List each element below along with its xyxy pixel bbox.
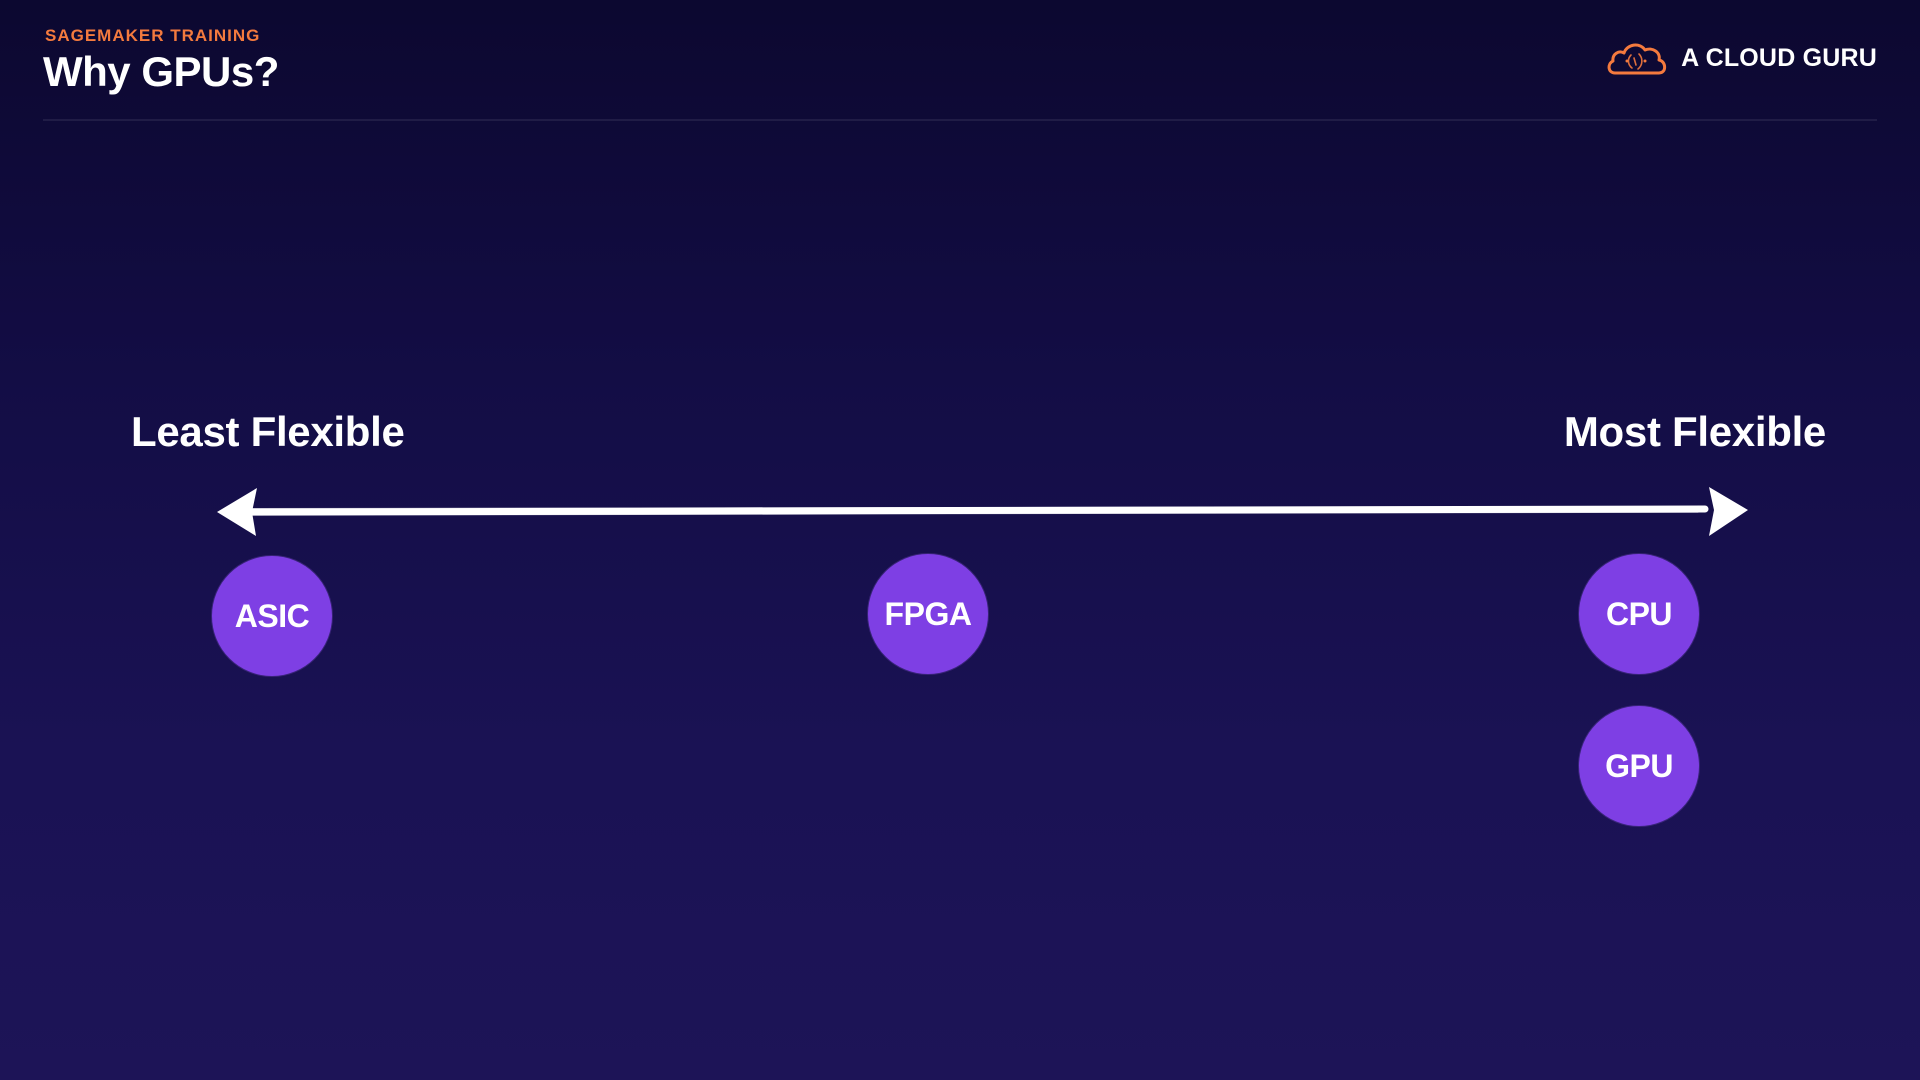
left-arrowhead xyxy=(217,488,257,536)
arrow-shaft xyxy=(241,505,1709,516)
gpu-node: GPU xyxy=(1579,706,1699,826)
section-eyebrow: SAGEMAKER TRAINING xyxy=(45,26,261,45)
fpga-node: FPGA xyxy=(868,554,988,674)
brand-logo: A CLOUD GURU xyxy=(1605,38,1877,78)
cpu-node: CPU xyxy=(1579,554,1699,674)
brand-name: A CLOUD GURU xyxy=(1681,43,1877,72)
cloud-logo-icon xyxy=(1607,43,1667,75)
least-flexible-label: Least Flexible xyxy=(131,408,405,455)
asic-node: ASIC xyxy=(212,556,332,676)
header-divider xyxy=(43,119,1877,121)
page-title: Why GPUs? xyxy=(43,48,279,95)
most-flexible-label: Most Flexible xyxy=(1563,408,1826,455)
right-arrowhead xyxy=(1709,487,1748,536)
